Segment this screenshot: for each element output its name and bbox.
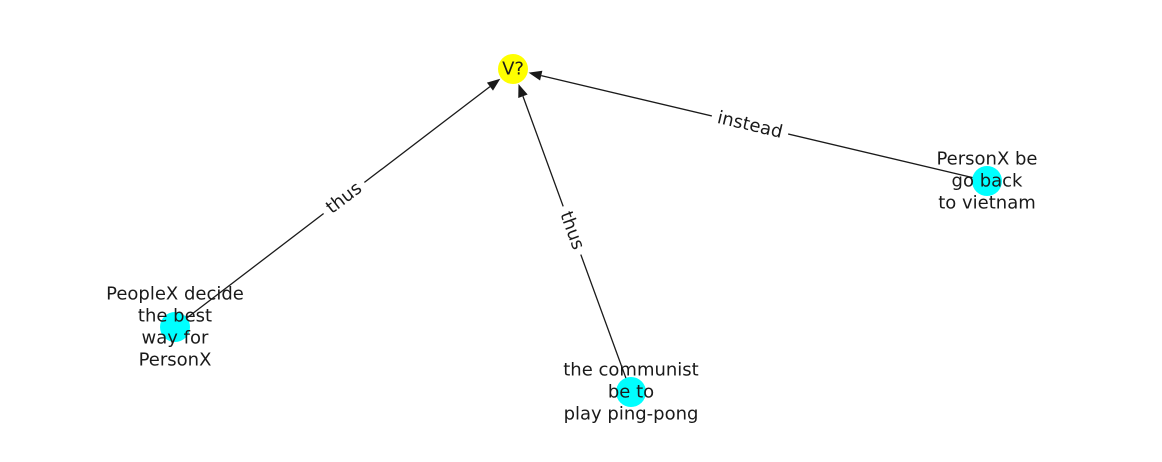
node-label-line: PeopleX decide [106,284,244,305]
arrowhead-icon [528,70,543,81]
edge-communist-v: thus [518,84,632,393]
node-label-line: the best [138,306,212,327]
node-v: V? [498,54,528,84]
node-label-line: be to [608,382,654,403]
edge-label-group: thus [316,172,372,224]
node-label-line: way for [142,328,209,349]
edge-label-group: instead [709,104,791,146]
node-label-line: PersonX [139,350,212,371]
arrowhead-icon [486,78,501,91]
node-label-line: V? [502,59,524,80]
node-circle [498,54,528,84]
edge-label-background [551,202,593,259]
edge-layer: thus thus instead [174,70,988,393]
node-label-line: to vietnam [938,193,1036,214]
node-circle [972,166,1002,196]
node-circle [616,377,646,407]
arrowhead-icon [518,84,528,98]
edge-label-background [709,104,791,146]
node-label-line: go back [952,171,1024,192]
node-label-line: the communist [563,360,699,381]
edge-label-background [316,172,372,224]
edge-label-group: thus [551,202,593,259]
edge-label: instead [715,107,784,143]
node-label-line: play ping-pong [564,404,699,425]
node-circle [160,312,190,342]
edge-personx-v: instead [528,70,988,182]
node-label-line: PersonX be [936,149,1037,170]
